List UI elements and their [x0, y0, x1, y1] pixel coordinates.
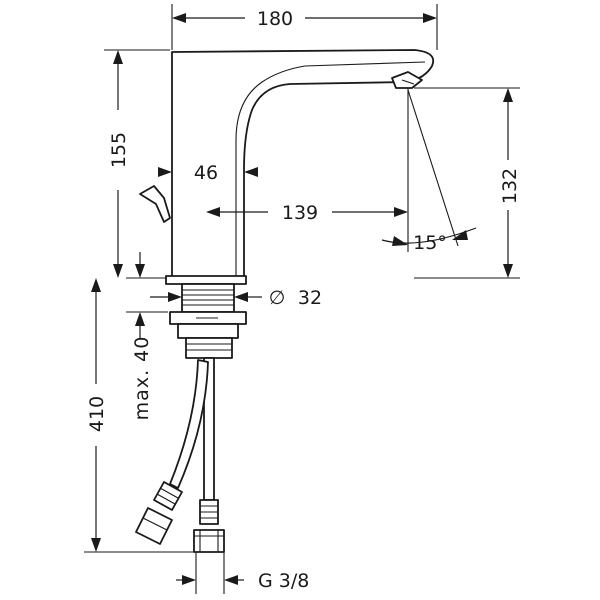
label-132: 132: [499, 168, 521, 204]
dimension-155: 155: [104, 49, 170, 278]
spout-inner-contour: [235, 61, 426, 276]
dimension-180: 180: [171, 4, 438, 50]
base-plate: [165, 275, 247, 285]
threaded-shank: [169, 283, 247, 359]
dimension-thread-diameter: ∅ 32: [150, 287, 322, 309]
dimension-410: 410: [84, 278, 196, 553]
dimension-132: 132: [414, 87, 521, 279]
dimension-139: 139: [206, 88, 409, 252]
faucet-body: [139, 49, 435, 285]
label-46: 46: [194, 162, 218, 184]
faucet-outer-outline: [171, 49, 435, 279]
label-180: 180: [257, 8, 293, 30]
lever-handle: [139, 185, 171, 223]
label-g-3-8: G 3/8: [258, 570, 309, 592]
label-15-degrees: 15°: [413, 232, 447, 254]
hose-bent: [169, 359, 209, 489]
dimension-max-40: max. 40: [126, 252, 168, 420]
dimension-angle: 15°: [381, 89, 477, 254]
label-410: 410: [86, 396, 108, 432]
label-139: 139: [282, 202, 318, 224]
label-155: 155: [108, 132, 130, 168]
supply-hoses: [135, 357, 225, 553]
diameter-symbol: ∅: [269, 287, 286, 309]
connector-nut-bent: [135, 507, 173, 545]
label-32: 32: [298, 287, 322, 309]
dimension-connection: G 3/8: [176, 552, 309, 594]
dimension-46: 46: [158, 162, 258, 184]
label-max-40: max. 40: [131, 336, 153, 421]
connector-nut-straight: [193, 529, 225, 553]
aerator: [391, 71, 423, 89]
